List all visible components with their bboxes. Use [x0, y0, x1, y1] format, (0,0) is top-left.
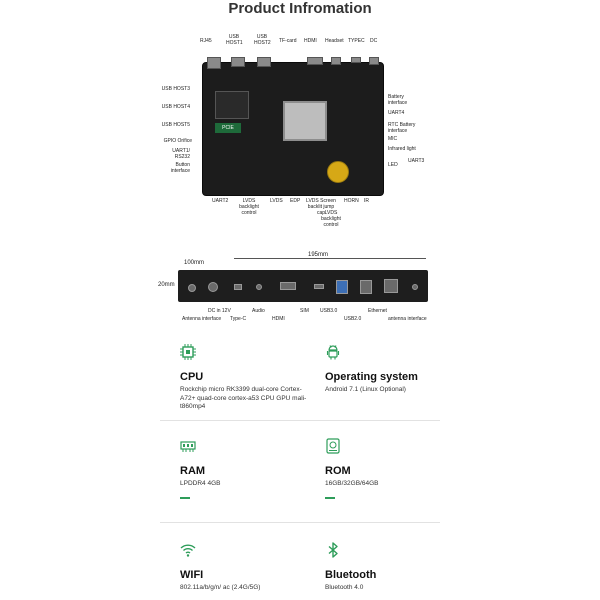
usb-host2-port: [257, 57, 271, 67]
case-label-type-c: Type-C: [230, 316, 247, 322]
storage-icon: [326, 438, 340, 454]
feature-desc: 802.11a/b/g/n/ ac (2.4G/5G): [180, 584, 261, 591]
case-label-usb3: USB3.0: [320, 308, 338, 314]
ethernet-port: [384, 279, 398, 293]
case-label-usb2: USB2.0: [344, 316, 362, 322]
audio-port: [256, 284, 262, 290]
label-gpio-orifice: GPIO Orifice: [163, 138, 192, 144]
usb3-port: [336, 280, 348, 294]
feature-ram: RAM LPDDR4 4GB: [180, 438, 310, 499]
feature-desc: Rockchip micro RK3399 dual-core Cortex-A…: [180, 386, 307, 410]
feature-cpu: CPU Rockchip micro RK3399 dual-core Cort…: [180, 344, 310, 412]
feature-title: RAM: [180, 465, 206, 477]
case-label-sim: SIM: [300, 308, 309, 314]
label-rj45: RJ45: [200, 38, 212, 44]
headset-port: [331, 57, 341, 65]
label-uart3: UART3: [408, 158, 425, 164]
soc-heatsink: [283, 101, 327, 141]
label-battery-interface: Battery interface: [388, 94, 408, 106]
rtc-battery: [327, 161, 349, 183]
feature-bluetooth: Bluetooth Bluetooth 4.0: [325, 542, 440, 593]
label-hdmi: HDMI: [304, 38, 317, 44]
feature-desc: Android 7.1 (Linux Optional): [325, 386, 406, 393]
feature-title: ROM: [325, 465, 351, 477]
case-label-antenna: Antenna interface: [182, 316, 222, 322]
label-usb-host4: USB HOST4: [161, 104, 190, 110]
label-headset: Headset: [325, 38, 344, 44]
bluetooth-icon: [328, 542, 338, 558]
case-label-antenna-2: antenna interface: [388, 316, 427, 322]
label-infrared-light: Infrared light: [388, 146, 416, 152]
label-usb-host2: USB HOST2: [254, 34, 271, 46]
page-title: Product Infromation: [228, 0, 372, 17]
case-label-ethernet: Ethernet: [368, 308, 387, 314]
label-typec: TYPEC: [348, 38, 365, 44]
label-lvds-backlight-2: LVDS backlight control: [321, 210, 341, 228]
label-lvds: LVDS: [270, 198, 283, 204]
android-icon: [326, 345, 340, 360]
feature-desc: LPDDR4 4GB: [180, 480, 221, 487]
sim-slot: [314, 284, 324, 289]
wifi-icon: [180, 544, 196, 557]
label-lvds-screen-jump: LVDS Screen backlit jump cap: [306, 198, 336, 216]
type-c-port: [234, 284, 242, 290]
dc-in-port: [208, 282, 218, 292]
hdmi-port: [307, 57, 323, 65]
feature-rom: ROM 16GB/32GB/64GB: [325, 438, 440, 499]
label-led: LED: [388, 162, 398, 168]
label-uart2: UART2: [212, 198, 229, 204]
accent-bar: [180, 496, 190, 499]
case-body: [178, 270, 428, 302]
row-divider: [160, 420, 440, 421]
label-ir: IR: [364, 198, 369, 204]
width-dimension-line: [234, 258, 426, 259]
height-dimension: 20mm: [158, 282, 175, 288]
feature-title: CPU: [180, 371, 204, 383]
dc-port: [369, 57, 379, 65]
usb2-port: [360, 280, 372, 294]
feature-desc: Bluetooth 4.0: [325, 584, 364, 591]
label-uart1-rs232: UART1/ RS232: [172, 148, 190, 160]
label-horn: HORN: [344, 198, 359, 204]
case-diagram: 195mm 100mm 20mm Antenna interface DC in…: [158, 248, 450, 336]
feature-title: Bluetooth: [325, 569, 377, 581]
label-button-interface: Button interface: [170, 162, 190, 174]
antenna-port-2: [412, 284, 418, 290]
feature-grid: CPU Rockchip micro RK3399 dual-core Cort…: [160, 330, 440, 600]
depth-dimension: 100mm: [184, 260, 205, 266]
feature-os: Operating system Android 7.1 (Linux Opti…: [325, 344, 440, 395]
label-usb-host3: USB HOST3: [161, 86, 190, 92]
pcie-slot: PCIE: [215, 123, 241, 133]
width-dimension: 195mm: [308, 252, 329, 258]
label-mic: MIC: [388, 136, 398, 142]
usb-host1-port: [231, 57, 245, 67]
label-tf-card: TF-card: [279, 38, 297, 44]
label-rtc-battery: RTC Battery interface: [388, 122, 416, 134]
label-usb-host1: USB HOST1: [226, 34, 243, 46]
accent-bar: [325, 496, 335, 499]
rj45-port: [207, 57, 221, 69]
cpu-icon: [180, 344, 196, 360]
case-hdmi-port: [280, 282, 296, 290]
label-uart4: UART4: [388, 110, 405, 116]
row-divider: [160, 522, 440, 523]
case-label-dc-in: DC in 12V: [208, 308, 231, 314]
label-edp: EDP: [290, 198, 301, 204]
feature-wifi: WIFI 802.11a/b/g/n/ ac (2.4G/5G): [180, 542, 310, 593]
feature-desc: 16GB/32GB/64GB: [325, 480, 379, 487]
antenna-port: [188, 284, 196, 292]
feature-title: Operating system: [325, 371, 418, 383]
board-diagram: RJ45 USB HOST1 USB HOST2 TF-card HDMI He…: [160, 34, 440, 228]
case-label-hdmi: HDMI: [272, 316, 285, 322]
label-usb-host5: USB HOST5: [161, 122, 190, 128]
label-dc: DC: [370, 38, 378, 44]
sd-card-slot: [215, 91, 249, 119]
label-lvds-backlight-1: LVDS backlight control: [239, 198, 259, 216]
typec-port: [351, 57, 361, 63]
pcb-board: PCIE: [202, 57, 384, 196]
ram-icon: [180, 441, 196, 452]
case-label-audio: Audio: [252, 308, 265, 314]
feature-title: WIFI: [180, 569, 204, 581]
